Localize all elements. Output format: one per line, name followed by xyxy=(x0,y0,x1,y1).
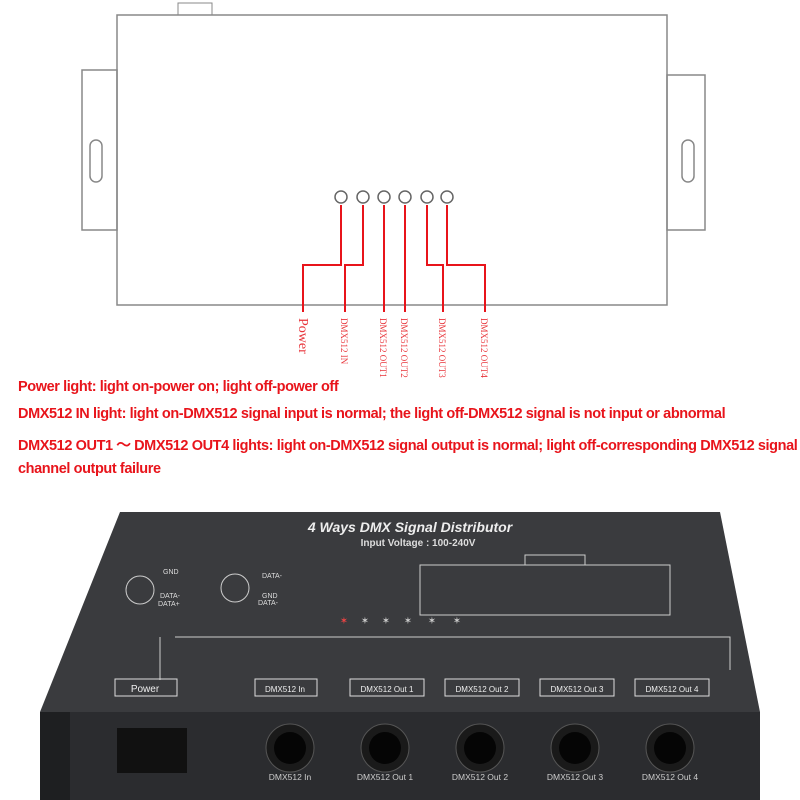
panel-label-box xyxy=(634,678,710,697)
device-top-panel xyxy=(40,512,760,712)
led-star-icon: ✶ xyxy=(361,616,369,627)
led-label: DMX512 OUT1 xyxy=(378,318,388,378)
port-label: DMX512 Out 4 xyxy=(642,772,698,782)
led-indicator xyxy=(334,190,348,204)
device-title: 4 Ways DMX Signal Distributor xyxy=(307,519,514,535)
description-dmx-out-cont: channel output failure xyxy=(18,461,161,477)
power-socket xyxy=(117,728,187,773)
led-leader-line xyxy=(426,205,444,312)
port-label: DMX512 In xyxy=(269,772,312,782)
led-star-icon: ✶ xyxy=(428,616,436,627)
led-star-icon: ✶ xyxy=(453,616,461,627)
port-label: DMX512 Out 1 xyxy=(357,772,413,782)
panel-label: Power xyxy=(131,684,160,695)
pin-label: DATA+ xyxy=(158,601,180,608)
led-indicator xyxy=(440,190,454,204)
device-outline xyxy=(116,14,668,306)
led-indicator xyxy=(398,190,412,204)
panel-label-box xyxy=(349,678,425,697)
panel-label-box xyxy=(539,678,615,697)
pin-label: DATA- xyxy=(258,600,279,607)
panel-label-box xyxy=(114,678,178,697)
led-leader-line xyxy=(446,205,486,312)
led-indicator xyxy=(420,190,434,204)
pin-label: DATA- xyxy=(160,593,181,600)
led-label: DMX512 IN xyxy=(339,318,349,365)
device-subtitle: Input Voltage : 100-240V xyxy=(361,538,476,549)
led-label: DMX512 OUT2 xyxy=(399,318,409,378)
panel-label: DMX512 Out 1 xyxy=(361,685,414,694)
pin-label: DATA- xyxy=(262,573,283,580)
led-label: Power xyxy=(295,318,310,354)
led-leader-line xyxy=(302,205,342,312)
description-dmx-out: DMX512 OUT1 ～ DMX512 OUT4 lights: light … xyxy=(18,438,798,454)
led-label: DMX512 OUT4 xyxy=(479,318,489,378)
line-drawing: Power DMX512 IN DMX512 OUT1 DMX512 OUT2 DMX5… xyxy=(81,2,706,378)
mounting-ear-left xyxy=(81,69,118,231)
panel-label: DMX512 Out 2 xyxy=(456,685,509,694)
led-star-icon: ✶ xyxy=(404,616,412,627)
panel-label: DMX512 In xyxy=(265,685,305,694)
led-star-icon: ✶ xyxy=(382,616,390,627)
led-leader-line xyxy=(344,205,364,312)
panel-label: DMX512 Out 4 xyxy=(646,685,699,694)
mounting-ear-right xyxy=(666,74,706,231)
panel-label-box xyxy=(254,678,318,697)
pin-label: GND xyxy=(262,593,278,600)
led-star-icon: ✶ xyxy=(340,616,348,627)
panel-label: DMX512 Out 3 xyxy=(551,685,604,694)
led-indicator xyxy=(356,190,370,204)
pin-label: GND xyxy=(163,569,179,576)
panel-label-box xyxy=(444,678,520,697)
port-label: DMX512 Out 3 xyxy=(547,772,603,782)
led-indicator xyxy=(377,190,391,204)
port-label: DMX512 Out 2 xyxy=(452,772,508,782)
description-power: Power light: light on-power on; light of… xyxy=(18,379,339,395)
led-label: DMX512 OUT3 xyxy=(437,318,447,378)
description-dmx-in: DMX512 IN light: light on-DMX512 signal … xyxy=(18,406,726,422)
